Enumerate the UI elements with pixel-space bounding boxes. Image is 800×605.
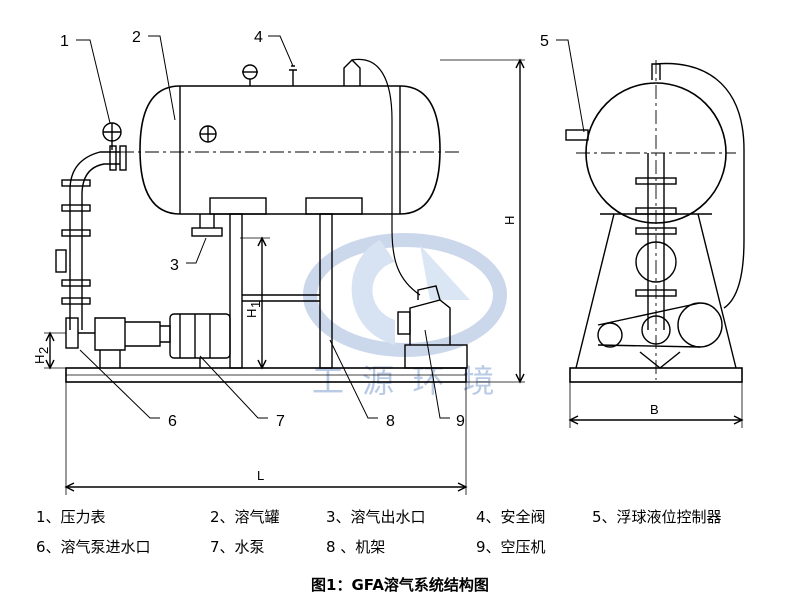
legend-item-1: 1、压力表	[36, 508, 106, 526]
safety-valve-icon	[289, 65, 297, 86]
figure-caption: 图1：GFA溶气系统结构图	[311, 576, 489, 594]
legend-item-7: 7、水泵	[210, 538, 265, 556]
pump-motor	[169, 313, 231, 359]
dimension-H1: H 1	[244, 301, 263, 318]
legend-item-5: 5、浮球液位控制器	[592, 508, 722, 526]
svg-text:1: 1	[248, 301, 263, 308]
tank-saddle-left	[209, 197, 267, 215]
callout-7: 7	[276, 413, 285, 430]
callout-4: 4	[254, 29, 263, 46]
legend-item-3: 3、溶气出水口	[326, 508, 426, 526]
svg-text:2: 2	[36, 347, 51, 354]
leader-lines	[76, 35, 585, 419]
side-view-frame	[575, 213, 737, 369]
float-controller-icon	[565, 129, 589, 141]
legend-item-4: 4、安全阀	[476, 508, 546, 526]
callout-5: 5	[540, 33, 549, 50]
callout-6: 6	[168, 413, 177, 430]
dimension-B: B	[650, 402, 659, 417]
legend-item-9: 9、空压机	[476, 538, 546, 556]
air-compressor-base	[404, 344, 468, 369]
dimension-H2: H 2	[32, 347, 51, 364]
legend-item-2: 2、溶气罐	[210, 508, 280, 526]
tank-saddle-right	[305, 197, 363, 215]
callout-3: 3	[170, 257, 179, 274]
callout-1: 1	[60, 33, 69, 50]
callout-2: 2	[132, 29, 141, 46]
pump-inlet-flange	[65, 317, 79, 349]
callout-9: 9	[456, 413, 465, 430]
legend-item-6: 6、溶气泵进水口	[36, 538, 151, 556]
callout-8: 8	[386, 413, 395, 430]
frame-leg-2	[319, 213, 333, 369]
pipe-flanges	[61, 145, 127, 305]
svg-text:H: H	[32, 355, 47, 364]
frame-leg-1	[229, 213, 243, 369]
legend-item-8: 8 、机架	[326, 538, 386, 556]
dimension-H: H	[502, 216, 517, 225]
water-pump	[94, 317, 171, 351]
inlet-pipe	[69, 151, 120, 330]
dimension-L: L	[257, 468, 264, 483]
dissolved-air-tank-shell	[139, 85, 441, 215]
svg-text:H: H	[244, 309, 259, 318]
